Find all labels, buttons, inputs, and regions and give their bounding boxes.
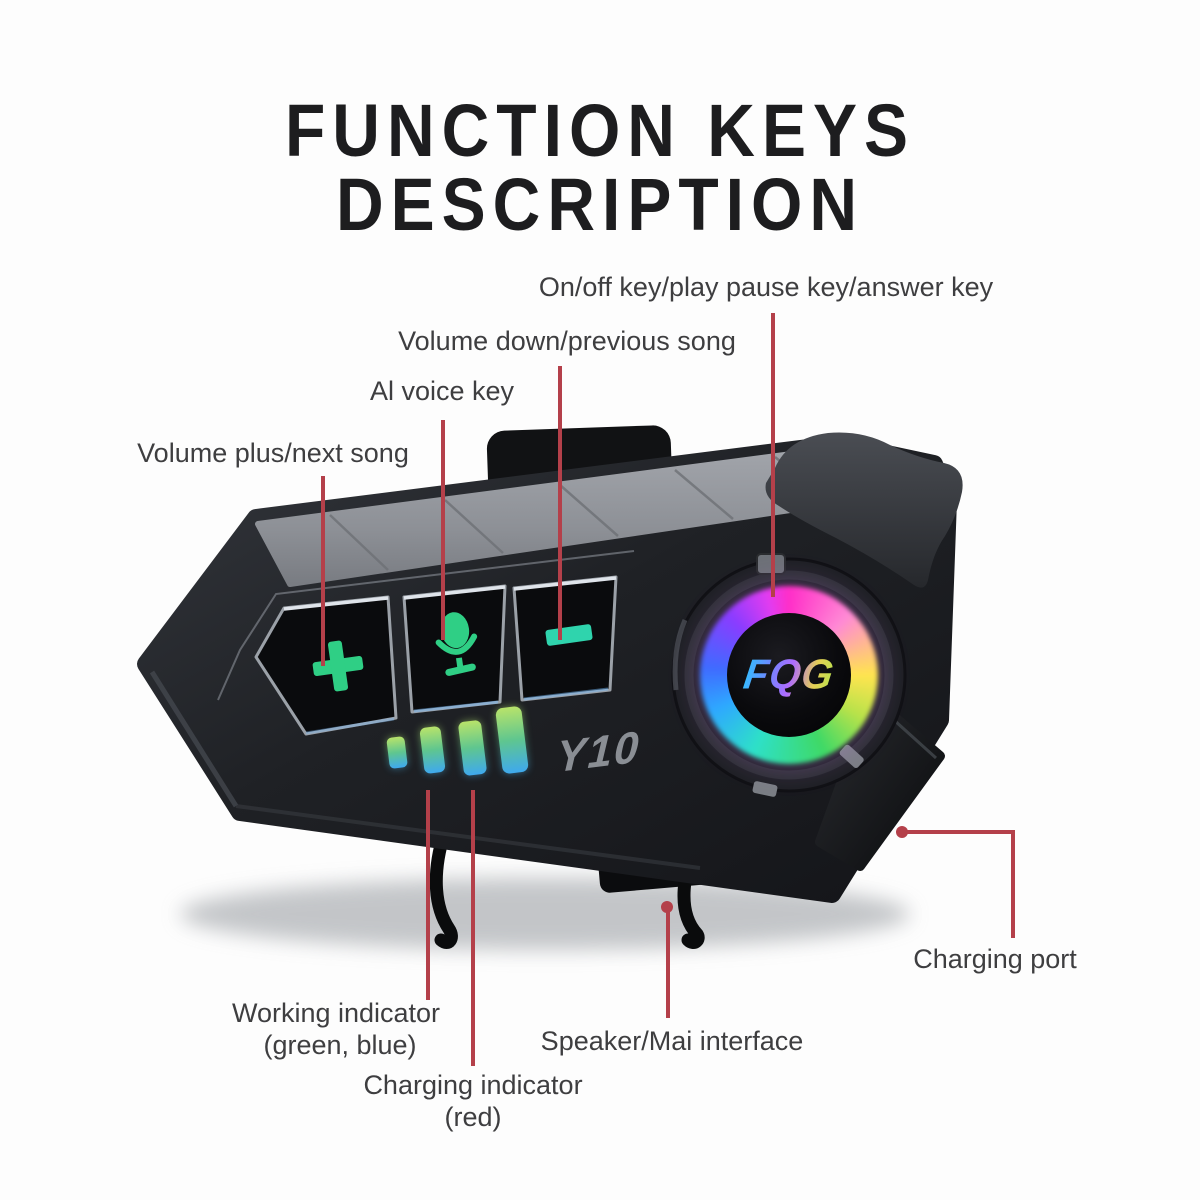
- led-indicator-bars: [386, 706, 529, 776]
- working-indicator-callout-line: [426, 790, 430, 1000]
- volume-minus-button: [512, 575, 618, 702]
- label-speaker: Speaker/Mai interface: [540, 1026, 804, 1056]
- right-clamp-prong: [677, 863, 705, 949]
- page-title-line2: DESCRIPTION: [335, 162, 865, 246]
- volume-plus-callout-line: [321, 476, 325, 666]
- label-charging-port: Charging port: [913, 944, 1077, 974]
- ai-voice-button: [402, 584, 507, 714]
- charging-port-callout-hline: [902, 830, 1015, 834]
- charging-port-flap: [815, 693, 945, 871]
- label-volume-down: Volume down/previous song: [398, 326, 736, 356]
- left-clamp-prong: [429, 827, 458, 949]
- label-volume-plus: Volume plus/next song: [137, 438, 409, 468]
- label-ai-voice: Al voice key: [369, 376, 515, 406]
- body-bevel-left: [149, 670, 239, 808]
- volume-down-callout-line: [558, 366, 562, 640]
- label-charging-indicator-sub: (red): [444, 1102, 502, 1132]
- speaker-callout-line: [666, 906, 670, 1018]
- charging-port-callout-dot: [896, 826, 908, 838]
- microphone-icon: [435, 612, 478, 676]
- charging-indicator-callout-line: [471, 790, 475, 1066]
- label-charging-indicator: Charging indicator: [363, 1070, 583, 1100]
- plus-icon: [312, 640, 364, 692]
- power-callout-line: [771, 313, 775, 597]
- top-right-wing: [765, 432, 963, 588]
- body-bevel-bottom: [235, 804, 701, 870]
- minus-icon: [545, 624, 593, 646]
- device-shadow: [180, 878, 910, 950]
- page-title-line1: FUNCTION KEYS: [284, 88, 916, 172]
- volume-plus-button: [254, 595, 398, 736]
- label-power: On/off key/play pause key/answer key: [538, 272, 994, 302]
- charging-port-callout-vline: [1011, 830, 1015, 938]
- model-label: Y10: [555, 722, 641, 782]
- keypad-surround-line: [217, 550, 635, 701]
- label-working-indicator-sub: (green, blue): [263, 1030, 417, 1060]
- speaker-callout-dot: [661, 901, 673, 913]
- power-rgb-button: FQG: [700, 586, 878, 764]
- ai-voice-callout-line: [441, 420, 445, 640]
- brand-logo: FQG: [740, 651, 838, 698]
- rgb-dial-center: FQG: [727, 613, 851, 737]
- label-working-indicator: Working indicator: [231, 998, 441, 1028]
